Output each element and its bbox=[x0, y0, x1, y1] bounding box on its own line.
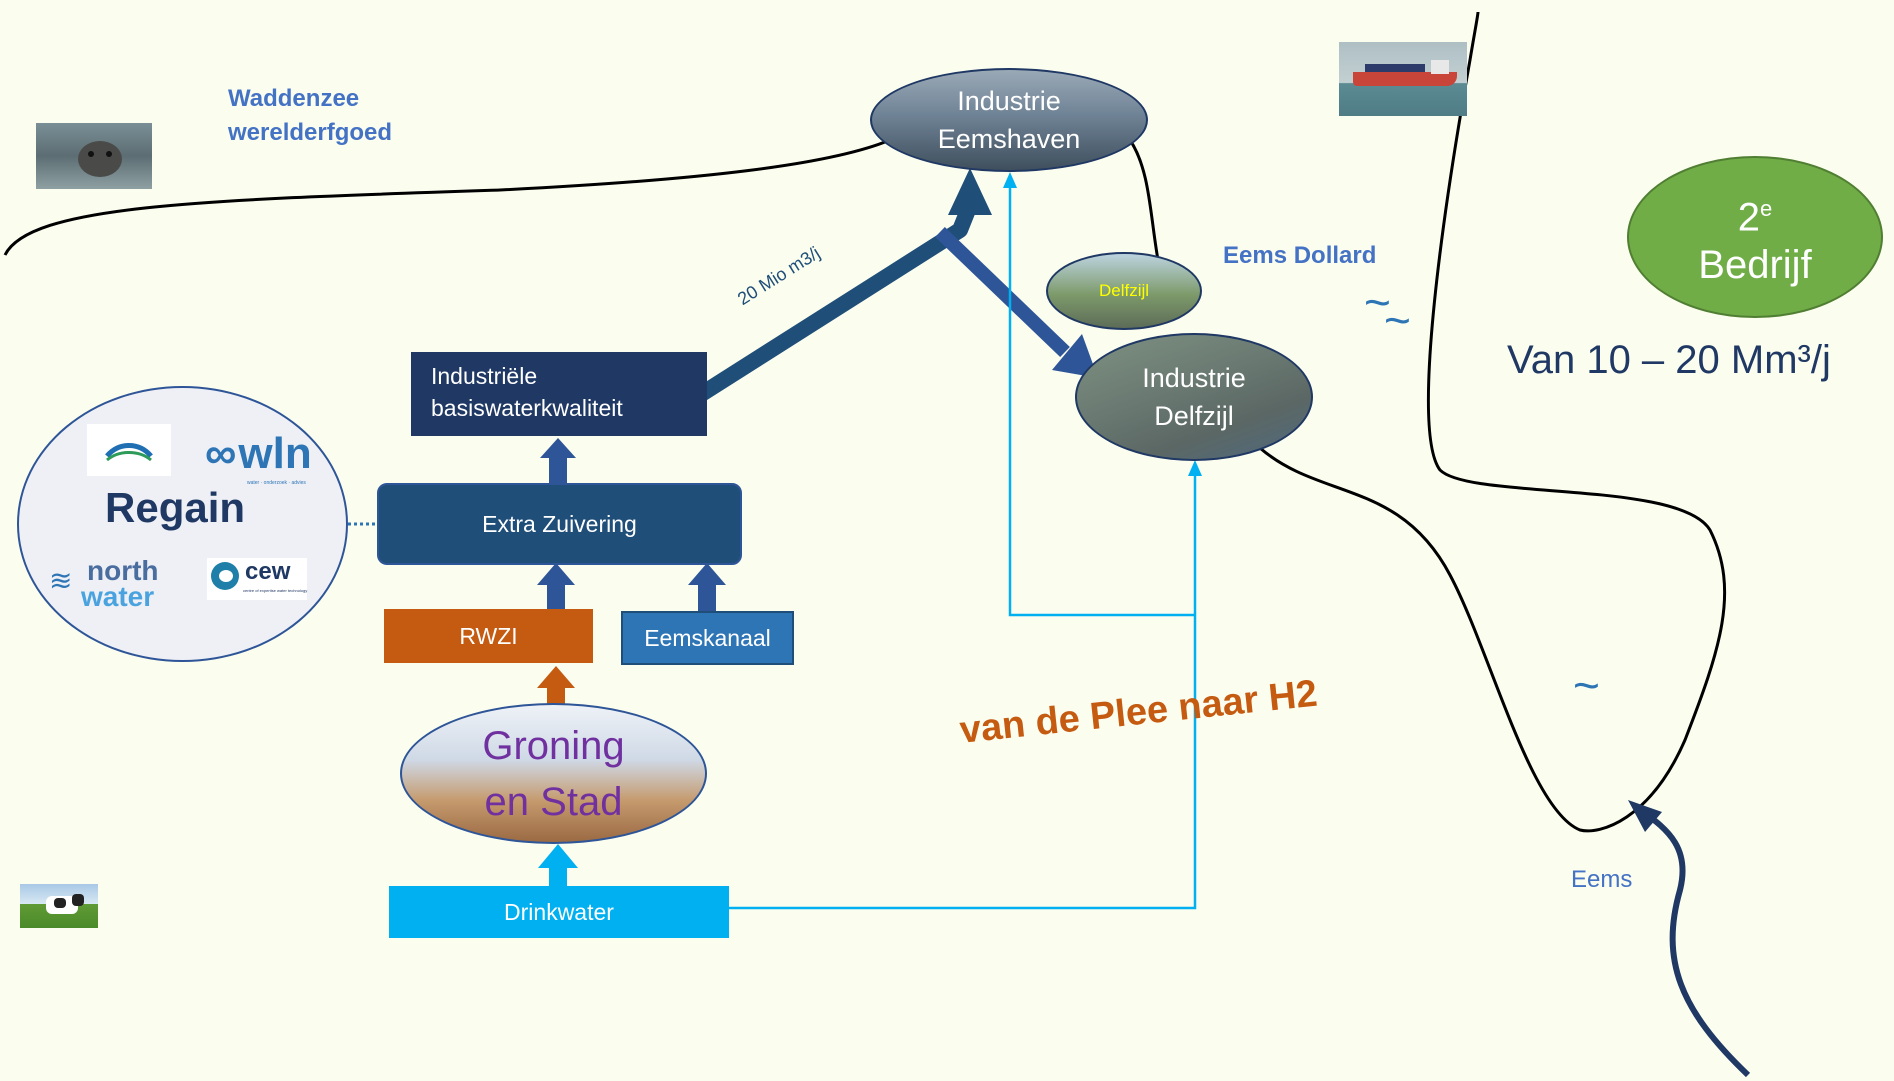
groningen-line2: en Stad bbox=[484, 779, 623, 824]
industriele-basiswater-box: Industriële basiswaterkwaliteit bbox=[411, 352, 707, 436]
north-water-logo: ≋ north water bbox=[49, 555, 159, 612]
eemshaven-ellipse: Industrie Eemshaven bbox=[870, 68, 1148, 172]
waddenzee-label: Waddenzee werelderfgoed bbox=[228, 82, 392, 150]
delfzijl-small-label: Delfzijl bbox=[1098, 281, 1150, 300]
arrow-extra-to-industriele bbox=[540, 438, 576, 485]
flow-arrowhead-delfzijl bbox=[1052, 334, 1098, 378]
second-company-word: Bedrijf bbox=[1698, 243, 1812, 288]
eems-label: Eems bbox=[1571, 866, 1632, 894]
regain-title: Regain bbox=[105, 484, 246, 531]
arrow-rwzi-to-extra bbox=[537, 563, 575, 611]
eems-river-arrowhead bbox=[1628, 800, 1662, 832]
wave-symbol-2: ~ bbox=[1384, 294, 1411, 346]
north-water-icon: ≋ bbox=[49, 565, 73, 596]
arrow-eemskanaal-to-extra bbox=[688, 563, 726, 611]
coastline-wadden bbox=[3, 138, 891, 256]
flow-arrowhead-eemshaven bbox=[948, 168, 992, 215]
industriele-line2: basiswaterkwaliteit bbox=[431, 395, 623, 421]
coastline-dollard bbox=[1259, 11, 1727, 833]
eemshaven-line2: Eemshaven bbox=[937, 124, 1081, 154]
cow-photo bbox=[20, 884, 98, 928]
waterschap-logo bbox=[87, 424, 171, 476]
groningen-ellipse: Groning en Stad bbox=[400, 703, 707, 844]
delfzijl-small-ellipse: Delfzijl bbox=[1046, 252, 1202, 330]
wave-symbol-1: ~ bbox=[1364, 276, 1391, 328]
wln-text: wln bbox=[238, 429, 312, 478]
seal-photo bbox=[36, 123, 152, 189]
cew-logo: cew centre of expertise water technology bbox=[207, 558, 307, 600]
flow-arrow-delfzijl bbox=[935, 226, 1070, 358]
extra-zuivering-label: Extra Zuivering bbox=[482, 510, 637, 537]
waddenzee-line1: Waddenzee bbox=[228, 85, 360, 112]
second-company-volume: Van 10 – 20 Mm³/j bbox=[1507, 338, 1831, 383]
eems-dollard-label: Eems Dollard bbox=[1223, 242, 1376, 270]
eems-text: Eems bbox=[1571, 866, 1633, 893]
industriele-line1: Industriële bbox=[431, 363, 538, 389]
second-company-ellipse: 2e Bedrijf bbox=[1627, 156, 1883, 318]
rwzi-label: RWZI bbox=[459, 622, 518, 649]
regain-ellipse: ∞ wln water · onderzoek · advies Regain … bbox=[17, 386, 348, 662]
ship-photo bbox=[1339, 42, 1467, 116]
cew-tagline: centre of expertise water technology bbox=[243, 588, 308, 593]
cew-text: cew bbox=[245, 558, 291, 585]
drinkwater-line-eemshaven bbox=[1008, 182, 1195, 617]
eemshaven-line1: Industrie bbox=[957, 86, 1061, 116]
delfzijl-ellipse: Industrie Delfzijl bbox=[1075, 333, 1313, 461]
drinkwater-line bbox=[728, 470, 1197, 910]
delfzijl-line1: Industrie bbox=[1142, 363, 1246, 393]
water-text: water bbox=[81, 581, 155, 612]
groningen-line1: Groning bbox=[482, 723, 625, 768]
wln-tagline: water · onderzoek · advies bbox=[247, 480, 306, 486]
delfzijl-line2: Delfzijl bbox=[1154, 401, 1234, 431]
second-company-superscript: e bbox=[1760, 195, 1773, 221]
drinkwater-label: Drinkwater bbox=[504, 898, 614, 925]
drinkwater-box: Drinkwater bbox=[389, 886, 729, 938]
coastline-eemshaven-delfzijl bbox=[1128, 139, 1160, 261]
north-text: north bbox=[87, 555, 159, 586]
wln-drop-icon: ∞ bbox=[205, 429, 237, 478]
waddenzee-line2: werelderfgoed bbox=[228, 119, 393, 146]
eems-dollard-text: Eems Dollard bbox=[1223, 242, 1377, 269]
rwzi-box: RWZI bbox=[384, 609, 593, 663]
eemskanaal-box: Eemskanaal bbox=[621, 611, 794, 665]
extra-zuivering-box: Extra Zuivering bbox=[377, 483, 742, 565]
eemskanaal-label: Eemskanaal bbox=[644, 624, 771, 651]
second-company-number: 2e bbox=[1737, 195, 1773, 240]
second-company-volume-text: Van 10 – 20 Mm³/j bbox=[1507, 338, 1831, 382]
arrow-drinkwater-to-groningen bbox=[538, 844, 578, 888]
eems-river-arrow bbox=[1638, 807, 1751, 1078]
arrow-groningen-to-rwzi bbox=[537, 666, 575, 706]
wln-logo: ∞ wln bbox=[205, 432, 312, 476]
wave-symbol-3: ~ bbox=[1573, 659, 1600, 711]
